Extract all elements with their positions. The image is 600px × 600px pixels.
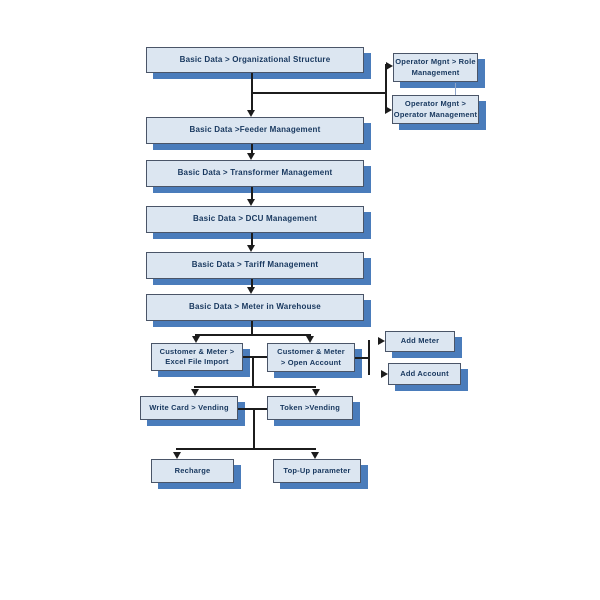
node-operator-mgnt-role-management: Operator Mgnt > Role Management bbox=[393, 53, 478, 82]
connector-line bbox=[251, 73, 253, 110]
connector-line bbox=[195, 334, 311, 336]
connector-line bbox=[194, 386, 316, 388]
arrowhead-down-icon bbox=[247, 110, 255, 117]
node-customer-meter-excel-file-import: Customer & Meter > Excel File Import bbox=[151, 343, 243, 371]
node-label: Basic Data > Transformer Management bbox=[177, 168, 333, 178]
arrowhead-down-icon bbox=[191, 389, 199, 396]
connector-line bbox=[251, 187, 253, 199]
node-label: Basic Data > Meter in Warehouse bbox=[189, 302, 321, 312]
connector-line bbox=[251, 233, 253, 245]
node-label: Operator Mgnt > Operator Management bbox=[393, 99, 478, 119]
node-add-meter: Add Meter bbox=[385, 331, 455, 352]
connector-line bbox=[176, 448, 316, 450]
node-label: Write Card > Vending bbox=[149, 402, 229, 412]
node-recharge: Recharge bbox=[151, 459, 234, 483]
connector-line bbox=[368, 340, 370, 375]
connector-line bbox=[243, 356, 267, 358]
node-basic-data-tariff-management: Basic Data > Tariff Management bbox=[146, 252, 364, 279]
connector-line bbox=[238, 408, 267, 410]
node-label: Add Account bbox=[400, 368, 449, 378]
connector-line bbox=[252, 92, 386, 94]
node-label: Basic Data >Feeder Management bbox=[189, 125, 321, 135]
node-add-account: Add Account bbox=[388, 363, 461, 385]
connector-line bbox=[253, 408, 255, 449]
arrowhead-down-icon bbox=[173, 452, 181, 459]
node-label: Top-Up parameter bbox=[283, 465, 351, 475]
connector-line bbox=[252, 356, 254, 387]
node-customer-meter-open-account: Customer & Meter > Open Account bbox=[267, 343, 355, 372]
node-operator-mgnt-operator-management: Operator Mgnt > Operator Management bbox=[392, 95, 479, 124]
node-label: Operator Mgnt > Role Management bbox=[395, 57, 476, 77]
node-label: Recharge bbox=[174, 465, 211, 475]
arrowhead-right-icon bbox=[386, 62, 393, 70]
node-basic-data-dcu-management: Basic Data > DCU Management bbox=[146, 206, 364, 233]
connector-line bbox=[455, 83, 456, 95]
node-label: Customer & Meter > Excel File Import bbox=[159, 346, 235, 366]
node-label: Basic Data > Organizational Structure bbox=[179, 54, 331, 64]
node-token-vending: Token >Vending bbox=[267, 396, 353, 420]
arrowhead-right-icon bbox=[381, 370, 388, 378]
arrowhead-down-icon bbox=[247, 199, 255, 206]
node-basic-data-transformer-management: Basic Data > Transformer Management bbox=[146, 160, 364, 187]
connector-line bbox=[251, 279, 253, 287]
arrowhead-right-icon bbox=[385, 106, 392, 114]
connector-line bbox=[251, 144, 253, 153]
arrowhead-down-icon bbox=[247, 153, 255, 160]
node-basic-data-organizational-structure: Basic Data > Organizational Structure bbox=[146, 47, 364, 73]
connector-line bbox=[355, 357, 369, 359]
node-label: Basic Data > Tariff Management bbox=[191, 260, 319, 270]
arrowhead-down-icon bbox=[312, 389, 320, 396]
node-basic-data-meter-in-warehouse: Basic Data > Meter in Warehouse bbox=[146, 294, 364, 321]
connector-line bbox=[251, 321, 253, 335]
arrowhead-down-icon bbox=[311, 452, 319, 459]
node-label: Add Meter bbox=[400, 336, 440, 346]
node-label: Customer & Meter > Open Account bbox=[277, 347, 345, 367]
node-write-card-vending: Write Card > Vending bbox=[140, 396, 238, 420]
node-label: Basic Data > DCU Management bbox=[193, 214, 317, 224]
connector-line bbox=[385, 64, 387, 112]
arrowhead-down-icon bbox=[247, 245, 255, 252]
node-label: Token >Vending bbox=[280, 402, 340, 412]
node-basic-data-feeder-management: Basic Data >Feeder Management bbox=[146, 117, 364, 144]
node-top-up-parameter: Top-Up parameter bbox=[273, 459, 361, 483]
arrowhead-down-icon bbox=[247, 287, 255, 294]
arrowhead-right-icon bbox=[378, 337, 385, 345]
arrowhead-down-icon bbox=[306, 336, 314, 343]
arrowhead-down-icon bbox=[192, 336, 200, 343]
